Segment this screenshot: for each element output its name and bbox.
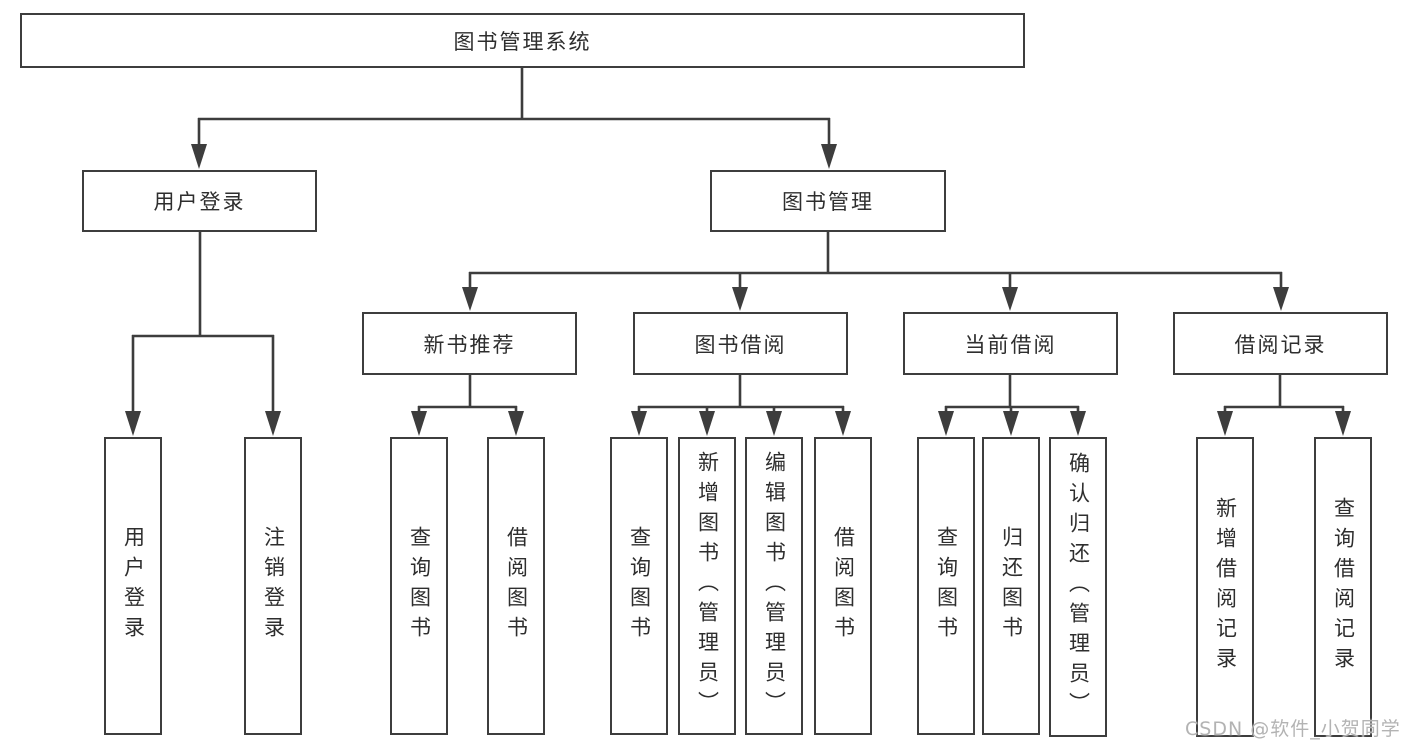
leaf-logout: 注销登录: [244, 437, 302, 735]
leaf-label: 查询借阅记录: [1331, 497, 1356, 677]
leaf-label: 查询图书: [407, 526, 432, 646]
watermark: CSDN @软件_小贺同学: [1185, 718, 1401, 740]
leaf-label: 新增借阅记录: [1213, 497, 1238, 677]
leaf-label: 确认归还（管理员）: [1066, 452, 1091, 722]
node-new-book-recommend: 新书推荐: [362, 312, 577, 375]
leaf-query-book-1: 查询图书: [390, 437, 448, 735]
leaf-label: 查询图书: [627, 526, 652, 646]
node-book-management: 图书管理: [710, 170, 946, 232]
leaf-return-book: 归还图书: [982, 437, 1040, 735]
leaf-label: 注销登录: [261, 526, 286, 646]
node-current-borrow: 当前借阅: [903, 312, 1118, 375]
leaf-label: 借阅图书: [504, 526, 529, 646]
leaf-label: 新增图书（管理员）: [695, 451, 720, 721]
leaf-borrow-book-2: 借阅图书: [814, 437, 872, 735]
leaf-add-book-admin: 新增图书（管理员）: [678, 437, 736, 735]
leaf-query-book-2: 查询图书: [610, 437, 668, 735]
leaf-label: 借阅图书: [831, 526, 856, 646]
leaf-query-borrow-record: 查询借阅记录: [1314, 437, 1372, 737]
leaf-add-borrow-record: 新增借阅记录: [1196, 437, 1254, 737]
node-user-login: 用户登录: [82, 170, 317, 232]
leaf-label: 查询图书: [934, 526, 959, 646]
leaf-edit-book-admin: 编辑图书（管理员）: [745, 437, 803, 735]
leaf-label: 归还图书: [999, 526, 1024, 646]
leaf-label: 用户登录: [121, 526, 146, 646]
leaf-confirm-return-admin: 确认归还（管理员）: [1049, 437, 1107, 737]
leaf-user-login: 用户登录: [104, 437, 162, 735]
node-book-borrow: 图书借阅: [633, 312, 848, 375]
node-root: 图书管理系统: [20, 13, 1025, 68]
leaf-label: 编辑图书（管理员）: [762, 451, 787, 721]
leaf-borrow-book-1: 借阅图书: [487, 437, 545, 735]
leaf-query-book-3: 查询图书: [917, 437, 975, 735]
node-borrow-records: 借阅记录: [1173, 312, 1388, 375]
